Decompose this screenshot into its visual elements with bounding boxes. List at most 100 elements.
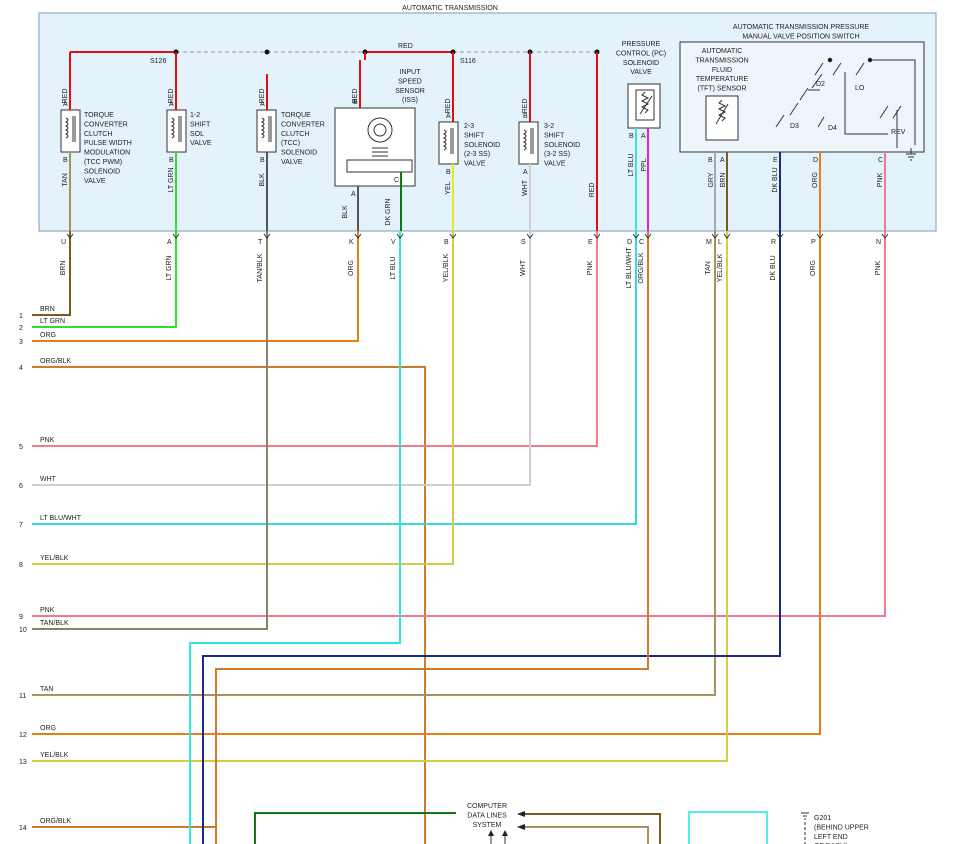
coil-icon [522, 128, 534, 154]
terminal-chevron-icon [593, 233, 601, 239]
connector-pin-label: N [876, 239, 881, 246]
tft-label-line: FLUID [712, 67, 732, 74]
pin-label: A [260, 101, 265, 108]
pcm-pin-number: 3 [19, 339, 23, 346]
pcm-wire-run [32, 258, 454, 565]
coil-icon [442, 128, 454, 154]
shift-12-solenoid-symbol [166, 109, 187, 153]
connector-wire-color-label: LT BLU [390, 256, 397, 279]
wire-color-label: ORG [812, 172, 819, 188]
connector-wire-color-label: DK BLU [770, 255, 777, 280]
pin-label: E [773, 157, 778, 164]
tcc-pwm-label-line: CLUTCH [84, 131, 112, 138]
pcm-wire-color-label: LT GRN [40, 318, 65, 325]
connector-wire-color-label: ORG/BLK [638, 252, 645, 283]
iss-label-line: SENSOR [395, 88, 425, 95]
connector-pin-label: C [639, 239, 644, 246]
pin-label: B [708, 157, 713, 164]
red-bus-label: RED [398, 43, 413, 50]
sensor-coil-icon [372, 147, 388, 157]
pcm-pin-number: 9 [19, 614, 23, 621]
wire-color-label: BLK [342, 205, 349, 219]
pin-label: B [353, 99, 358, 106]
splice-s126-label: S126 [150, 58, 166, 65]
pin-label: B [523, 113, 528, 120]
pcm-wire-runs [32, 258, 886, 844]
shift-32-label-line: (3-2 SS) [544, 151, 570, 158]
pcm-wire-color-label: LT BLU/WHT [40, 515, 82, 522]
pcm-wire-color-label: ORG/BLK [40, 358, 71, 365]
tft-sensor-symbol [705, 95, 739, 141]
connector-pin-label: D [627, 239, 632, 246]
pcm-wire-run [32, 258, 531, 486]
terminal-chevron-icon [632, 233, 640, 239]
tcc-pwm-label-line: (TCC PWM) [84, 159, 122, 166]
data-lines-text-line: DATA LINES [467, 812, 507, 819]
connector-pin-label: L [718, 239, 722, 246]
shift-23-label-line: VALVE [464, 161, 486, 168]
connector-pin-label: K [349, 239, 354, 246]
tcc-label-line: TORQUE [281, 112, 311, 119]
wire-color-label: BLK [259, 173, 266, 187]
iss-label-line: INPUT [400, 69, 422, 76]
connector-pin-label: M [706, 239, 712, 246]
pcm-wire-run [32, 258, 716, 696]
tcc-pwm-label-line: SOLENOID [84, 168, 120, 175]
pcm-wire-color-label: YEL/BLK [40, 752, 69, 759]
connector-wire-color-label: TAN/BLK [257, 253, 264, 282]
pin-label: A [720, 157, 725, 164]
shift-12-label-line: VALVE [190, 140, 212, 147]
terminal-chevron-icon [816, 233, 824, 239]
connector-wire-color-label: LT BLU/WHT [626, 247, 633, 289]
pcm-pin-number: 5 [19, 444, 23, 451]
pin-label: B [629, 133, 634, 140]
pin-label: B [260, 157, 265, 164]
wire-dk-blu-run [202, 258, 781, 844]
shift-23-solenoid-symbol [438, 121, 459, 165]
switch-title-label-line: AUTOMATIC TRANSMISSION PRESSURE [733, 24, 869, 31]
pcm-wire-color-label: ORG/BLK [40, 818, 71, 825]
terminal-chevron-icon [723, 233, 731, 239]
pcm-pin-number: 10 [19, 627, 27, 634]
switch-position-label: LO [855, 85, 865, 92]
pcm-pin-number: 8 [19, 562, 23, 569]
wire-color-label: LT BLU [628, 153, 635, 176]
wire-color-label: RED [168, 89, 175, 104]
pcm-wire-run [32, 366, 426, 844]
lt-blu-loop [688, 811, 768, 844]
pcm-wire-color-label: PNK [40, 437, 55, 444]
tcc-label-line: (TCC) [281, 140, 300, 147]
ground-icon [906, 148, 916, 161]
pin-label: A [523, 169, 528, 176]
switch-position-label: D4 [828, 125, 837, 132]
pin-label: C [878, 157, 883, 164]
tcc-pwm-label-line: VALVE [84, 178, 106, 185]
shift-12-label-line: SHIFT [190, 121, 211, 128]
pcm-pin-number: 11 [19, 693, 26, 700]
iss-sensor-body [346, 159, 413, 173]
connector-pin-label: B [444, 239, 449, 246]
pcm-pin-number: 13 [19, 759, 27, 766]
connector-pin-label: V [391, 239, 396, 246]
terminal-chevron-icon [644, 233, 652, 239]
connector-wire-color-label: LT GRN [166, 255, 173, 280]
tcc-label-line: CLUTCH [281, 131, 309, 138]
wire-org-blk-run [215, 258, 649, 827]
connector-wire-color-label: PNK [875, 260, 882, 275]
wire-dk-grn-run [254, 812, 456, 844]
ground-icon [801, 812, 809, 820]
pcm-wire-run [32, 258, 598, 447]
connector-pin-label: S [521, 239, 526, 246]
connector-wire-color-label: TAN [705, 261, 712, 274]
pc-label-line: CONTROL (PC) [616, 50, 666, 57]
wire-color-label: RED [62, 89, 69, 104]
connector-pin-label: R [771, 239, 776, 246]
contact-dot [827, 57, 833, 63]
wire-lt-blu-run [189, 258, 401, 844]
pin-label: A [446, 113, 451, 120]
tcc-label-line: VALVE [281, 159, 303, 166]
wire-color-label: TAN [62, 173, 69, 186]
